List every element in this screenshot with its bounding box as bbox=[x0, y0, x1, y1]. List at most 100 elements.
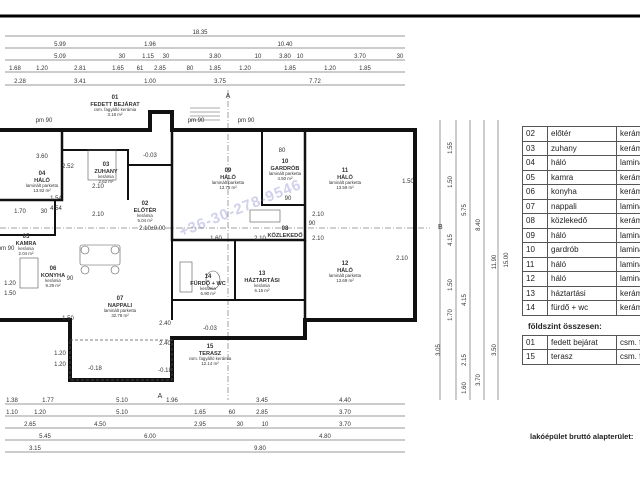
schedule-floor: kerámia bbox=[616, 300, 640, 316]
dim-top-r4: 1.20 bbox=[239, 66, 251, 72]
dim-bottom-r2: 1.10 bbox=[6, 410, 18, 416]
dim-top-r4: 1.85 bbox=[284, 66, 296, 72]
dim-bottom-r3: 2.65 bbox=[24, 422, 36, 428]
dim-bottom-r3: 4.50 bbox=[94, 422, 106, 428]
dim-top-r4: 2.81 bbox=[74, 66, 86, 72]
dim-top-r3: 10 bbox=[255, 54, 262, 60]
inner-dimension: 90 bbox=[309, 221, 316, 227]
dim-top-r3: 1.15 bbox=[142, 54, 154, 60]
inner-dimension: 3.60 bbox=[36, 154, 48, 160]
room-name: KAMRA bbox=[16, 241, 37, 247]
dim-right: 3.50 bbox=[492, 344, 498, 356]
dim-top-r4: 1.65 bbox=[112, 66, 124, 72]
schedule-floor: laminált bbox=[616, 155, 640, 171]
schedule-name: terasz bbox=[547, 349, 617, 365]
inner-dimension: pm 90 bbox=[0, 246, 15, 252]
dim-bottom-r4: 6.00 bbox=[144, 434, 156, 440]
schedule-row: 11hálólaminált bbox=[522, 256, 640, 272]
room-area: 2.04 m² bbox=[19, 251, 34, 256]
inner-dimension: 1.20 bbox=[54, 351, 66, 357]
dim-top-r4: 1.85 bbox=[359, 66, 371, 72]
schedule-name: háztartási bbox=[547, 285, 617, 301]
dim-bottom-r3: 10 bbox=[262, 422, 269, 428]
dim-bottom-r4: 4.80 bbox=[319, 434, 331, 440]
dim-top-r5: 1.00 bbox=[144, 79, 156, 85]
inner-dimension: 2.10 bbox=[92, 184, 104, 190]
schedule-row: 09hálólaminált bbox=[522, 227, 640, 243]
dim-bottom-r1: 1.38 bbox=[6, 398, 18, 404]
dim-bottom-r1: 5.10 bbox=[116, 398, 128, 404]
dim-bottom-r1: 3.45 bbox=[256, 398, 268, 404]
dim-right: 1.60 bbox=[462, 382, 468, 394]
dim-right: 2.15 bbox=[462, 354, 468, 366]
room-flooring: csm. fagyálló kerámia bbox=[189, 356, 232, 361]
inner-dimension: 4.54 bbox=[50, 206, 62, 212]
room-name: FÜRDŐ + WC bbox=[190, 280, 226, 287]
schedule-row: 06konyhakerámia bbox=[522, 184, 640, 200]
inner-dimension: -0.18 bbox=[88, 366, 102, 372]
schedule-floor: laminált bbox=[616, 198, 640, 214]
inner-dimension: 90 bbox=[285, 196, 292, 202]
schedule-floor: laminált bbox=[616, 242, 640, 258]
dim-bottom-r2: 1.65 bbox=[194, 410, 206, 416]
schedule-row: 13háztartásikerámia bbox=[522, 285, 640, 301]
dim-top-r2: 5.99 bbox=[54, 42, 66, 48]
inner-dimension: 2.40 bbox=[159, 341, 171, 347]
room-area: 6.90 m² bbox=[201, 291, 216, 296]
dim-top-r2: 10.40 bbox=[277, 42, 293, 48]
dim-right: 3.70 bbox=[476, 374, 482, 386]
schedule-no: 05 bbox=[522, 169, 548, 185]
dim-bottom-r2: 1.20 bbox=[34, 410, 46, 416]
dim-bottom-r4: 5.45 bbox=[39, 434, 51, 440]
room-flooring: laminált parketta bbox=[104, 308, 137, 313]
section-lines bbox=[0, 90, 430, 400]
room-name: HÁLÓ bbox=[337, 173, 353, 181]
schedule-floor: kerámia bbox=[616, 184, 640, 200]
dim-right: 4.15 bbox=[462, 294, 468, 306]
schedule-name: háló bbox=[547, 256, 617, 272]
schedule-floor: kerámia bbox=[616, 285, 640, 301]
section-mark-b: B bbox=[438, 224, 443, 231]
dim-right: 1.50 bbox=[448, 176, 454, 188]
dim-bottom-r3: 2.95 bbox=[194, 422, 206, 428]
room-name: KONYHA bbox=[41, 273, 65, 279]
room-area: 3.18 m² bbox=[108, 112, 123, 117]
floor-total-label: földszint összesen: bbox=[528, 321, 602, 331]
room-name: ZUHANY bbox=[94, 169, 118, 175]
schedule-name: kamra bbox=[547, 169, 617, 185]
inner-dimension: 1.60 bbox=[210, 236, 222, 242]
dim-top-r3: 30 bbox=[163, 54, 170, 60]
schedule-floor: csm. fa bbox=[616, 334, 640, 350]
dim-right: 1.55 bbox=[448, 142, 454, 154]
dim-top-r3: 30 bbox=[397, 54, 404, 60]
dim-bottom-r1: 1.96 bbox=[166, 398, 178, 404]
room-number: 15 bbox=[207, 344, 214, 350]
dim-right: 3.05 bbox=[436, 344, 442, 356]
dim-bottom-r1: 4.40 bbox=[339, 398, 351, 404]
room-number: 11 bbox=[342, 168, 349, 174]
terrace-outline bbox=[69, 339, 173, 381]
dim-right: 1.70 bbox=[448, 309, 454, 321]
room-flooring: csm. fagyálló kerámia bbox=[94, 107, 137, 112]
room-number: 08 bbox=[282, 226, 289, 232]
schedule-no: 15 bbox=[522, 349, 548, 365]
dim-bottom-r3: 30 bbox=[237, 422, 244, 428]
inner-dimension: 2.10 bbox=[254, 236, 266, 242]
room-number: 03 bbox=[103, 162, 110, 168]
room-area: 13.69 m² bbox=[336, 278, 354, 283]
dim-top-r5: 3.75 bbox=[214, 79, 226, 85]
schedule-no: 11 bbox=[522, 256, 548, 272]
dim-right: 5.75 bbox=[462, 204, 468, 216]
walls bbox=[0, 110, 417, 382]
dim-top-r3: 3.80 bbox=[279, 54, 291, 60]
inner-dimension: 30 bbox=[41, 209, 48, 215]
